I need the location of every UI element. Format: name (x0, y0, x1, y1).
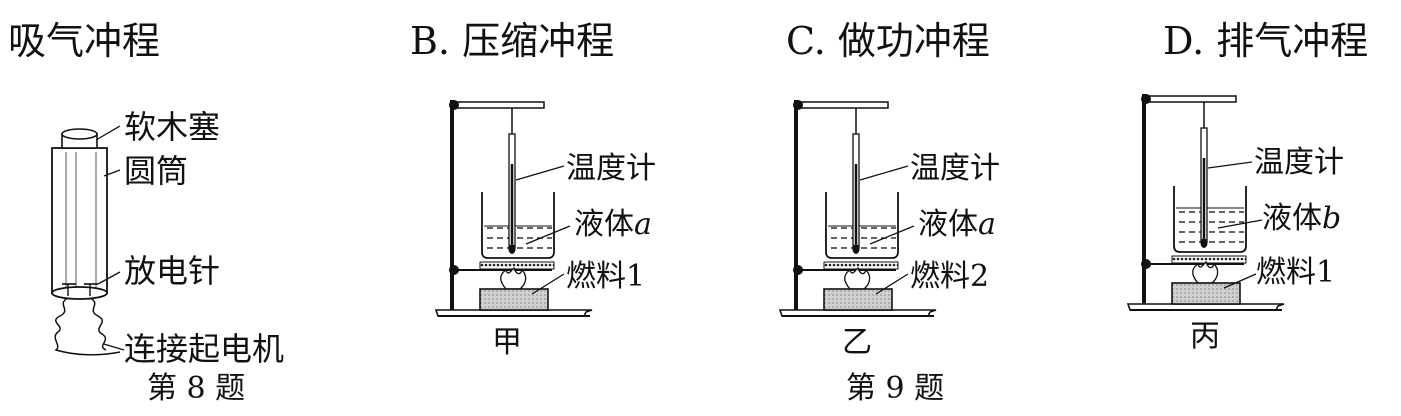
beaker (825, 192, 899, 259)
setup-jia (434, 100, 593, 317)
option-b-compression-stroke: B. 压缩冲程 (410, 19, 615, 63)
yi-thermometer-label: 温度计 (910, 151, 1000, 186)
flame (1192, 260, 1219, 284)
discharge-needle (62, 283, 98, 296)
wire-gauze (479, 261, 555, 270)
iron-stand (434, 100, 593, 317)
cylinder-body (51, 147, 108, 300)
q8-caption: 第 8 题 (147, 371, 245, 406)
yi-fuel-label: 燃料2 (910, 259, 989, 294)
q8-leader-lines (95, 125, 125, 351)
thermometer (508, 108, 516, 254)
flame (500, 266, 527, 290)
iron-stand (778, 100, 937, 317)
generator-label: 连接起电机 (124, 330, 284, 368)
flame (844, 266, 871, 290)
wire-gauze (823, 261, 899, 270)
needle-label: 放电针 (124, 252, 220, 290)
option-a-intake-stroke: 吸气冲程 (8, 19, 161, 63)
bing-name: 丙 (1190, 319, 1220, 354)
beaker (1173, 186, 1247, 253)
jia-name: 甲 (492, 325, 522, 360)
thermometer (852, 108, 860, 254)
cylinder-label: 圆筒 (124, 152, 188, 190)
generator-wires (54, 297, 121, 356)
jia-liquid-label: 液体a (574, 207, 652, 242)
iron-stand (1126, 94, 1285, 311)
setup-yi (778, 100, 937, 317)
fuel-burner (823, 288, 893, 311)
bing-liquid-label: 液体b (1262, 201, 1341, 236)
yi-name: 乙 (842, 325, 872, 360)
jia-thermometer-label: 温度计 (566, 151, 656, 186)
leader-lines (515, 165, 571, 295)
option-d-exhaust-stroke: D. 排气冲程 (1163, 19, 1369, 63)
fuel-burner (1171, 282, 1241, 305)
jia-fuel-label: 燃料1 (566, 259, 645, 294)
wire-gauze (1171, 255, 1247, 264)
beaker (481, 192, 555, 259)
thermometer (1200, 102, 1208, 248)
option-c-power-stroke: C. 做功冲程 (786, 19, 990, 63)
setup-bing (1126, 94, 1285, 311)
q8-apparatus: 软木塞 圆筒 放电针 连接起电机 第 8 题 (51, 108, 284, 406)
leader-lines (1207, 161, 1263, 289)
cork-label: 软木塞 (124, 108, 220, 146)
cork (61, 128, 98, 149)
fuel-burner (479, 288, 549, 311)
q9-caption: 第 9 题 (846, 371, 944, 406)
bing-thermometer-label: 温度计 (1254, 145, 1344, 180)
yi-liquid-label: 液体a (918, 207, 996, 242)
leader-lines (859, 165, 915, 295)
bing-fuel-label: 燃料1 (1256, 255, 1335, 290)
